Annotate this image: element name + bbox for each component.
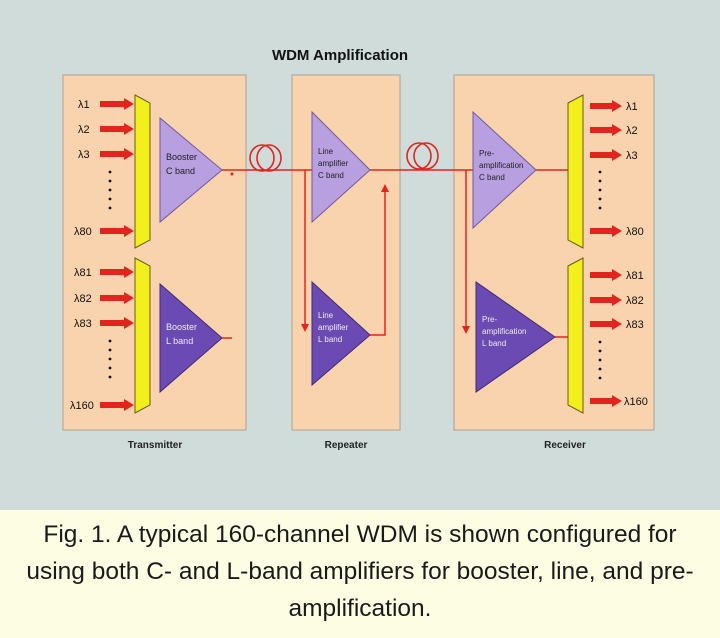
rx-label-81: λ81	[626, 270, 644, 282]
rx-arrowhead-81	[612, 269, 622, 281]
transmitter-label: Transmitter	[128, 440, 183, 451]
rx-label-80: λ80	[626, 226, 644, 238]
tx-arrowhead-1	[124, 98, 134, 110]
rx-ellipsis-l	[598, 340, 602, 380]
wdm-diagram: WDM Amplification Transmitter Repeater R…	[0, 0, 720, 510]
rx-arrowhead-82	[612, 294, 622, 306]
pre-l-label-1: Pre-	[482, 315, 497, 324]
tx-label-81: λ81	[74, 267, 92, 279]
caption-box: Fig. 1. A typical 160-channel WDM is sho…	[0, 510, 720, 638]
booster-c-label-2: C band	[166, 166, 195, 176]
rx-ellipsis-c	[598, 170, 602, 210]
diagram-canvas: WDM Amplification Transmitter Repeater R…	[62, 47, 655, 451]
pre-c-label-2: amplification	[479, 161, 523, 170]
rx-label-1: λ1	[626, 101, 638, 113]
rx-label-2: λ2	[626, 125, 638, 137]
booster-c-band-amplifier	[159, 116, 223, 224]
booster-l-band-amplifier	[159, 282, 223, 394]
tx-label-80: λ80	[74, 226, 92, 238]
line-l-label-1: Line	[318, 311, 334, 320]
line-c-label-1: Line	[318, 147, 334, 156]
figure-caption: Fig. 1. A typical 160-channel WDM is sho…	[26, 521, 694, 622]
transmitter-panel	[62, 74, 247, 431]
line-l-label-2: amplifier	[318, 323, 349, 332]
pre-l-label-2: amplification	[482, 327, 526, 336]
demux-l-band	[567, 257, 584, 414]
repeater-recombine-up	[370, 184, 389, 336]
tx-arrowhead-82	[124, 292, 134, 304]
rx-output-arrows-l	[590, 269, 622, 407]
tx-arrowhead-81	[124, 266, 134, 278]
booster-c-label-1: Booster	[166, 152, 197, 162]
fiber-paths	[222, 169, 568, 339]
tx-arrowhead-3	[124, 148, 134, 160]
rx-label-160: λ160	[624, 396, 648, 408]
rx-arrowhead-80	[612, 225, 622, 237]
tx-label-83: λ83	[74, 318, 92, 330]
rx-output-arrows-c	[590, 100, 622, 237]
pre-l-label-3: L band	[482, 339, 506, 348]
tx-ellipsis-l	[108, 339, 112, 379]
fiber-coil-icon-left	[249, 144, 282, 172]
pre-amplifier-c-band	[472, 110, 537, 230]
line-amplifier-l-band	[311, 280, 371, 387]
line-c-label-2: amplifier	[318, 159, 349, 168]
tx-input-arrows-l	[100, 266, 134, 411]
fiber-coil-icon-right	[406, 142, 439, 170]
coupler-dot	[230, 172, 234, 176]
rx-label-3: λ3	[626, 150, 638, 162]
rx-label-83: λ83	[626, 319, 644, 331]
rx-arrowhead-160	[612, 395, 622, 407]
tx-label-160: λ160	[70, 400, 94, 412]
booster-l-label-1: Booster	[166, 322, 197, 332]
tx-ellipsis-c	[108, 170, 112, 210]
demux-c-band	[567, 94, 584, 249]
tx-label-3: λ3	[78, 149, 90, 161]
repeater-label: Repeater	[325, 440, 368, 451]
receiver-label: Receiver	[544, 440, 586, 451]
rx-arrowhead-1	[612, 100, 622, 112]
tx-arrowhead-83	[124, 317, 134, 329]
rx-arrowhead-2	[612, 124, 622, 136]
mux-c-band	[134, 94, 151, 249]
tx-arrowhead-80	[124, 225, 134, 237]
repeater-panel	[291, 74, 401, 431]
tx-label-2: λ2	[78, 124, 90, 136]
line-c-label-3: C band	[318, 171, 344, 180]
pre-c-label-1: Pre-	[479, 149, 494, 158]
tx-arrowhead-160	[124, 399, 134, 411]
rx-label-82: λ82	[626, 295, 644, 307]
mux-l-band	[134, 257, 151, 414]
line-amplifier-c-band	[311, 110, 371, 224]
rx-arrowhead-83	[612, 318, 622, 330]
tx-arrowhead-2	[124, 123, 134, 135]
rx-arrowhead-3	[612, 149, 622, 161]
diagram-title: WDM Amplification	[272, 47, 408, 64]
tx-input-arrows-c	[100, 98, 134, 237]
tx-label-82: λ82	[74, 293, 92, 305]
booster-l-label-2: L band	[166, 336, 193, 346]
pre-c-label-3: C band	[479, 173, 505, 182]
pre-amplifier-l-band	[475, 281, 556, 393]
line-l-label-3: L band	[318, 335, 342, 344]
tx-label-1: λ1	[78, 99, 90, 111]
